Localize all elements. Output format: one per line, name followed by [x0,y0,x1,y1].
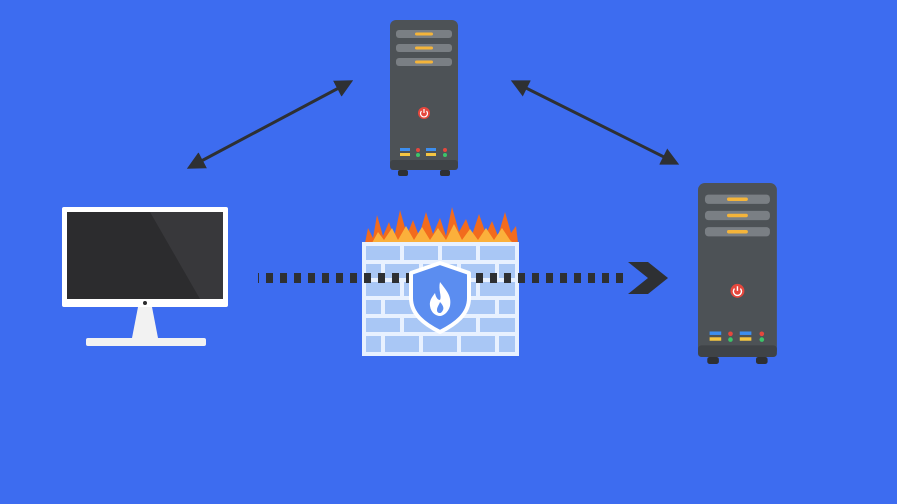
server-right-icon [697,182,778,365]
computer-monitor-icon [62,207,228,346]
edge-server-top-server-right [510,80,680,165]
edge-computer-server-top [186,80,354,169]
server-top-icon [389,19,459,177]
shield-icon [409,261,471,334]
firewall-icon [362,207,519,356]
